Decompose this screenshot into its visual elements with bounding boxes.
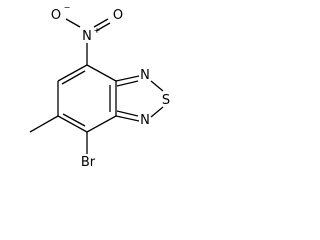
bromine-label: Br [81,155,96,170]
bond-nitro-n-o-right [93,18,109,28]
bond-c6-n-top-double [116,80,139,87]
bond-c1-c2 [57,64,88,82]
bond-nitro-n-o-right-double [95,22,111,32]
bond-c3-methyl [29,115,59,133]
nitro-oxygen-charge: − [64,3,71,12]
chemical-structure: O − N + O N S N Br [29,3,170,170]
nitro-oxygen-left-label: O [51,8,61,23]
bond-c6-c1 [86,64,117,82]
ring-nitrogen-top-label: N [140,68,150,83]
bond-n-top-s [150,80,164,92]
ring-nitrogen-bottom-label: N [140,113,150,128]
bond-nitro-n-o-left [65,18,81,28]
thiadiazole-ring [115,75,164,122]
bond-n-bottom-c5 [115,115,140,122]
nitro-oxygen-right-label: O [113,8,123,23]
bond-c4-c5 [86,115,117,133]
bond-n-bottom-c5-double [116,110,139,117]
bond-c1-c2-inner [61,70,86,85]
ring-sulfur-label: S [162,93,170,108]
bond-s-n-bottom [150,106,164,118]
bond-c6-n-top [115,75,140,82]
bond-c3-c4-inner [62,113,86,127]
benzene-ring [57,64,117,133]
nitro-nitrogen-charge: + [94,26,101,35]
bond-c3-c4 [57,115,88,133]
nitro-nitrogen-label: N [82,29,92,44]
